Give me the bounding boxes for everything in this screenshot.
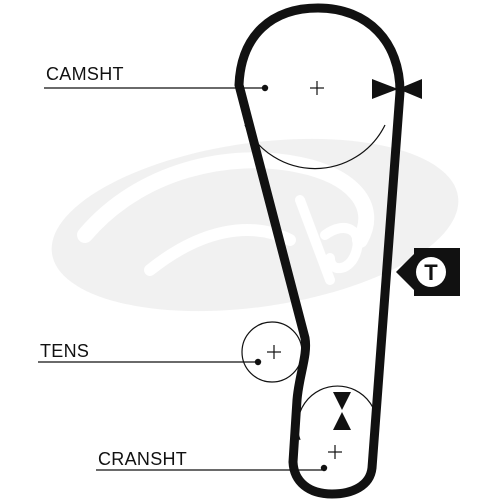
crankshaft-label: CRANSHT bbox=[98, 449, 188, 469]
tensioner-label: TENS bbox=[40, 341, 90, 361]
crankshaft-leader-line bbox=[96, 464, 328, 472]
gates-logo-watermark bbox=[51, 138, 459, 312]
crankshaft-center-cross bbox=[328, 445, 342, 459]
timing-belt bbox=[234, 3, 405, 499]
tension-check-icon: T bbox=[396, 248, 460, 296]
camshaft-leader-line bbox=[44, 84, 269, 92]
camshaft-timing-mark-icon bbox=[372, 79, 422, 99]
crankshaft-timing-mark-icon bbox=[333, 392, 351, 430]
tensioner-leader-line bbox=[38, 358, 262, 366]
tensioner-center-cross bbox=[267, 345, 281, 359]
tension-check-letter: T bbox=[424, 260, 438, 285]
camshaft-center-cross bbox=[310, 81, 324, 95]
camshaft-label: CAMSHT bbox=[46, 64, 124, 84]
